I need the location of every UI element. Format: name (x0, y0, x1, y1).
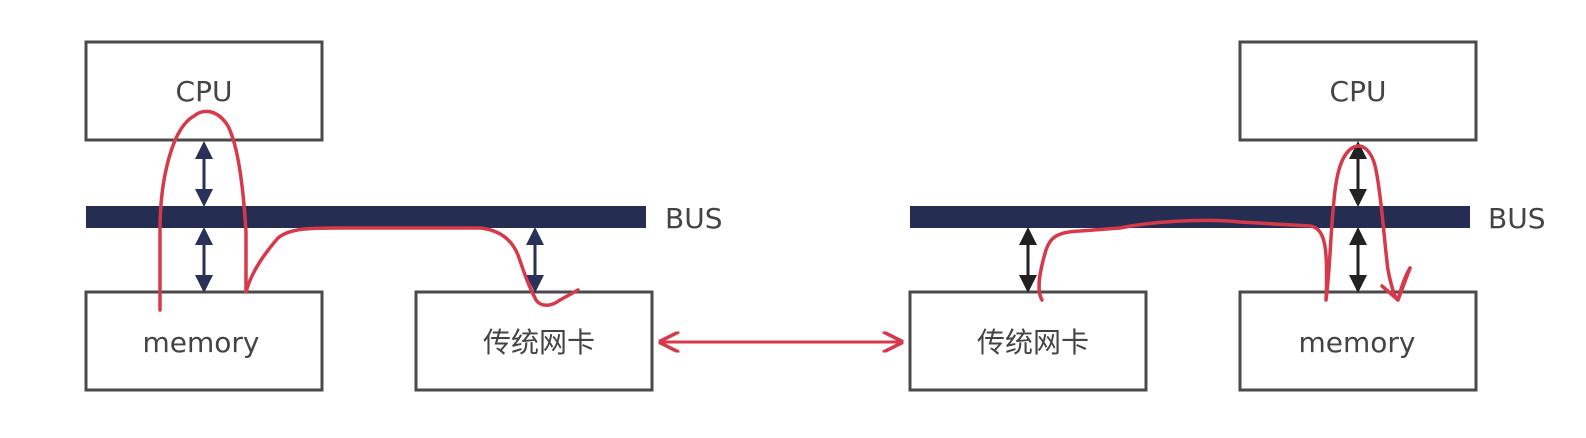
right-memory-label: memory (1299, 326, 1416, 359)
left-bus (86, 206, 646, 228)
left-nic-box: 传统网卡 (414, 290, 654, 392)
left-nic-label: 传统网卡 (483, 326, 595, 359)
left-cpu-box: CPU (84, 40, 324, 142)
left-bus-label: BUS (665, 202, 722, 235)
right-data-path-arrowhead (1380, 266, 1412, 302)
right-nic-box: 传统网卡 (908, 290, 1148, 392)
right-bus-label: BUS (1488, 202, 1545, 235)
left-data-path-annotation (158, 109, 580, 312)
right-cpu-label: CPU (1330, 75, 1387, 108)
right-memory-box: memory (1238, 290, 1478, 392)
right-host: CPU BUS 传统网卡 memory (908, 40, 1545, 392)
right-cpu-box: CPU (1238, 40, 1478, 142)
left-memory-box: memory (84, 290, 324, 392)
left-host: CPU BUS memory 传统网卡 (84, 40, 722, 392)
right-bus (910, 206, 1470, 228)
right-nic-label: 传统网卡 (977, 326, 1089, 359)
left-cpu-label: CPU (176, 75, 233, 108)
left-memory-label: memory (143, 326, 260, 359)
